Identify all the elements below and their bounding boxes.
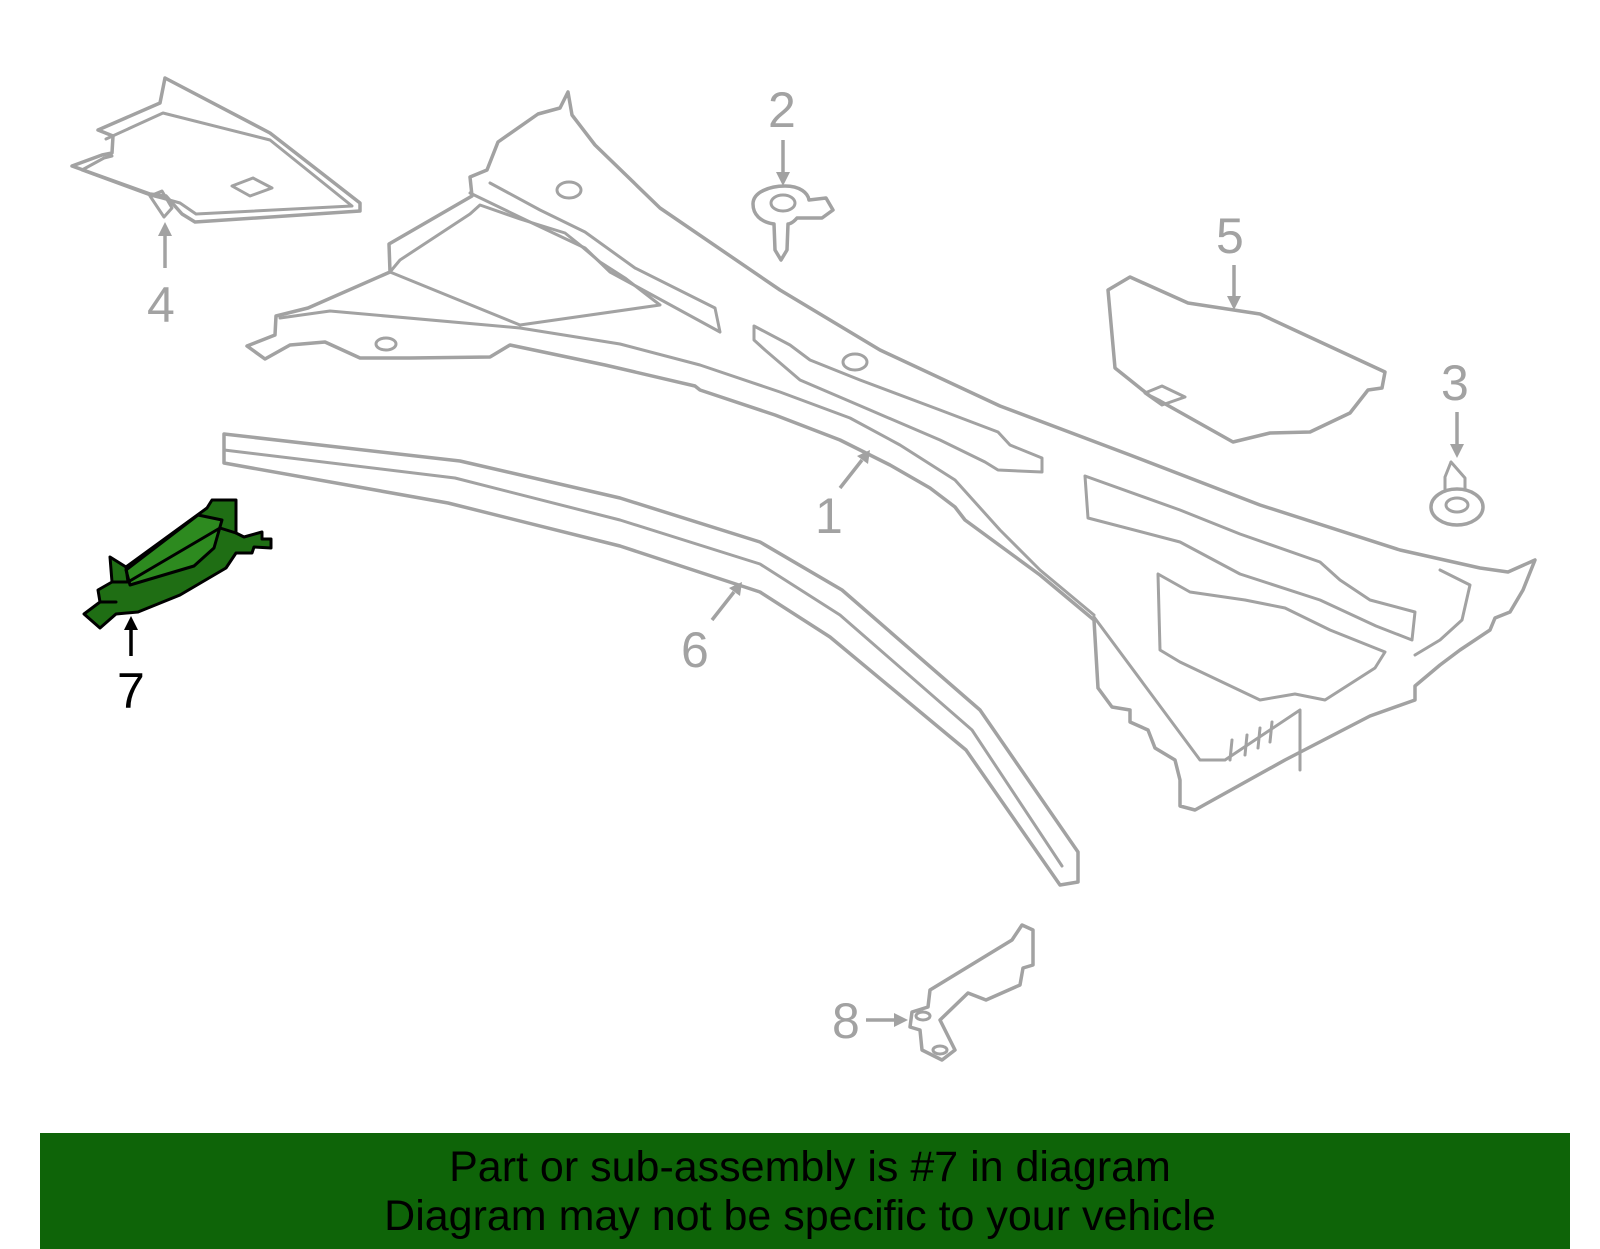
callout-4: 4 xyxy=(147,277,175,333)
part-5-panel xyxy=(1106,275,1387,444)
part-7-highlighted[interactable] xyxy=(82,498,273,630)
banner-disclaimer: Diagram may not be specific to your vehi… xyxy=(384,1192,1216,1240)
part-3-screw xyxy=(1429,460,1485,527)
part-2-clip xyxy=(751,184,835,262)
callout-7[interactable]: 7 xyxy=(117,663,145,719)
banner-part-note: Part or sub-assembly is #7 in diagram xyxy=(449,1143,1171,1191)
part-8-bracket xyxy=(908,923,1035,1062)
callout-3: 3 xyxy=(1441,355,1469,411)
part-1-cowl-panel xyxy=(245,90,1537,812)
callout-8: 8 xyxy=(832,993,860,1049)
callout-1: 1 xyxy=(815,488,843,544)
leader-arrows xyxy=(124,140,1464,1027)
part-4-panel xyxy=(70,76,362,224)
part-6-seal xyxy=(222,432,1080,887)
callout-5: 5 xyxy=(1216,208,1244,264)
info-banner: Part or sub-assembly is #7 in diagram Di… xyxy=(40,1133,1570,1249)
callout-2: 2 xyxy=(768,82,796,138)
callout-6: 6 xyxy=(681,622,709,678)
